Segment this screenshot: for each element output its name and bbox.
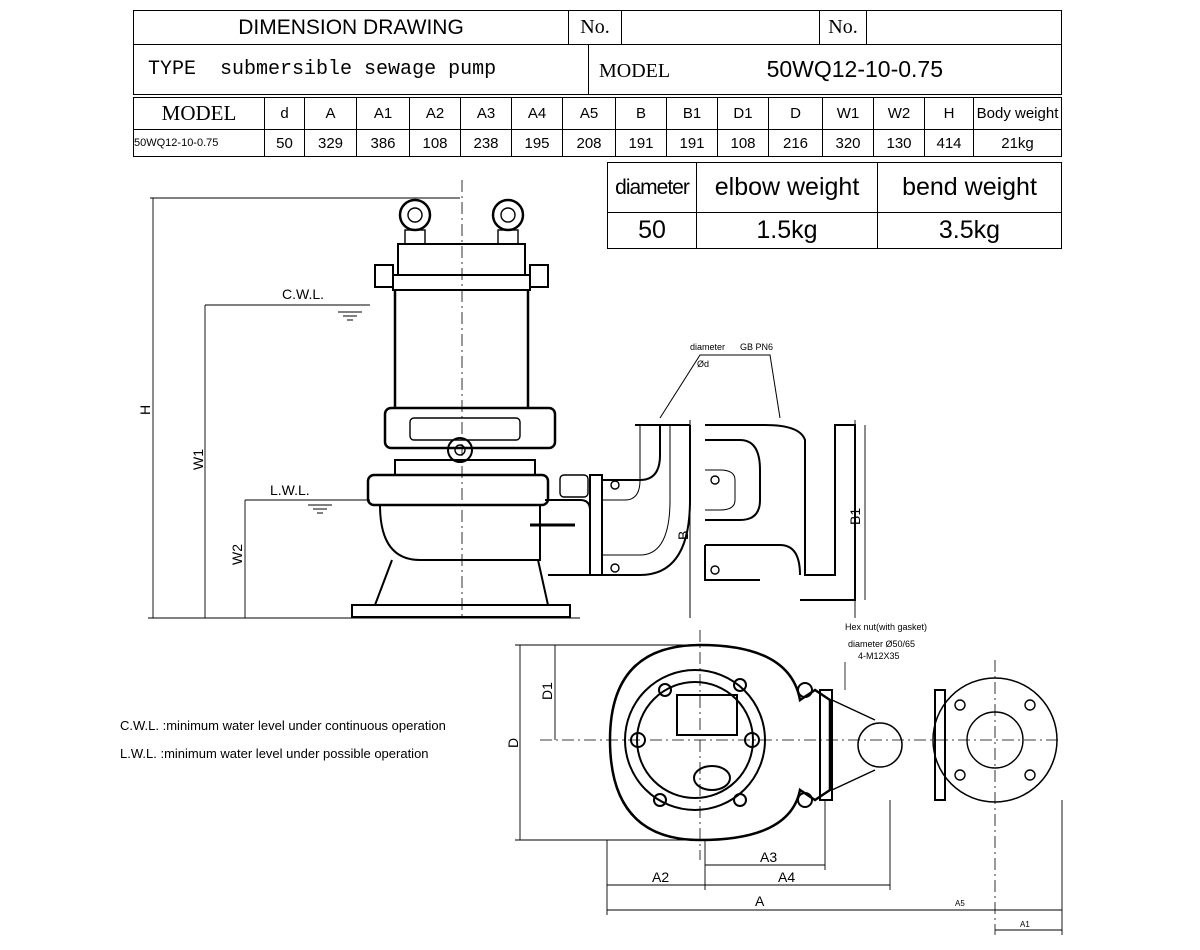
title-block: DIMENSION DRAWING No. No. (133, 10, 1062, 45)
weight-header-elbow: elbow weight (696, 162, 878, 213)
dim-b: B (675, 531, 691, 540)
spec-cell: 21kg (973, 129, 1062, 157)
type-label: TYPE (148, 58, 197, 81)
top-dimensions (515, 644, 1063, 935)
note-cwl: C.W.L. :minimum water level under contin… (120, 718, 446, 733)
dim-b1: B1 (847, 508, 863, 525)
weight-header-diameter: diameter (607, 162, 697, 213)
spec-cell: 191 (666, 129, 718, 157)
spec-cell: 108 (409, 129, 461, 157)
dim-a: A (755, 893, 765, 909)
spec-cell: 216 (768, 129, 823, 157)
model-label: MODEL (599, 60, 671, 82)
dim-a4: A4 (778, 869, 795, 885)
note-lwl: L.W.L. :minimum water level under possib… (120, 746, 429, 761)
dim-a5: A5 (955, 899, 965, 908)
spec-header-model: MODEL (133, 97, 265, 130)
cwl-label: C.W.L. (282, 286, 324, 302)
elbow-view (602, 420, 691, 618)
weight-table: diameter elbow weight bend weight 50 1.5… (607, 162, 1062, 249)
dim-d: D (505, 738, 521, 748)
spec-header-d: d (264, 97, 305, 130)
model-value: 50WQ12-10-0.75 (766, 56, 943, 82)
model-cell: MODEL 50WQ12-10-0.75 (588, 44, 1062, 95)
spec-cell: 320 (822, 129, 874, 157)
spec-header-h: H (924, 97, 974, 130)
type-model-block: TYPE submersible sewage pump MODEL 50WQ1… (133, 44, 1062, 95)
spec-header-body-weight: Body weight (973, 97, 1062, 130)
no-label-1: No. (568, 10, 622, 45)
flange-note-od: Ød (697, 359, 709, 369)
spec-header-d1: D1 (717, 97, 769, 130)
flange-note-gb: GB PN6 (740, 342, 773, 352)
dim-a1: A1 (1020, 920, 1030, 929)
spec-cell: 329 (304, 129, 357, 157)
type-cell: TYPE submersible sewage pump (133, 44, 589, 95)
spec-cell: 50WQ12-10-0.75 (133, 129, 265, 157)
weight-bend: 3.5kg (877, 212, 1062, 249)
spec-header-d: D (768, 97, 823, 130)
pump-side-view (351, 180, 603, 620)
hex-nut-note: Hex nut(with gasket) (845, 622, 927, 632)
spec-header-a2: A2 (409, 97, 461, 130)
dim-d1: D1 (539, 682, 555, 700)
pump-top-view (540, 630, 1060, 935)
lwl-label: L.W.L. (270, 482, 310, 498)
spec-cell: 130 (873, 129, 925, 157)
type-value: submersible sewage pump (220, 58, 497, 81)
bend-view (704, 424, 856, 601)
dim-a2: A2 (652, 869, 669, 885)
dim-a3: A3 (760, 849, 777, 865)
spec-cell: 195 (511, 129, 563, 157)
spec-cell: 208 (562, 129, 616, 157)
drawing-title: DIMENSION DRAWING (133, 10, 569, 45)
side-dimensions (148, 197, 866, 619)
flange-note-diameter: diameter (690, 342, 725, 352)
bolt-note-1: diameter Ø50/65 (848, 639, 915, 649)
dim-w2: W2 (229, 544, 245, 565)
spec-cell: 414 (924, 129, 974, 157)
dim-h: H (137, 405, 153, 415)
spec-header-w2: W2 (873, 97, 925, 130)
spec-cell: 238 (460, 129, 512, 157)
bolt-note-2: 4-M12X35 (858, 651, 900, 661)
weight-elbow: 1.5kg (696, 212, 878, 249)
spec-cell: 108 (717, 129, 769, 157)
spec-cell: 191 (615, 129, 667, 157)
no-label-2: No. (819, 10, 867, 45)
spec-header-a4: A4 (511, 97, 563, 130)
spec-header-a5: A5 (562, 97, 616, 130)
weight-header-bend: bend weight (877, 162, 1062, 213)
dim-w1: W1 (190, 449, 206, 470)
